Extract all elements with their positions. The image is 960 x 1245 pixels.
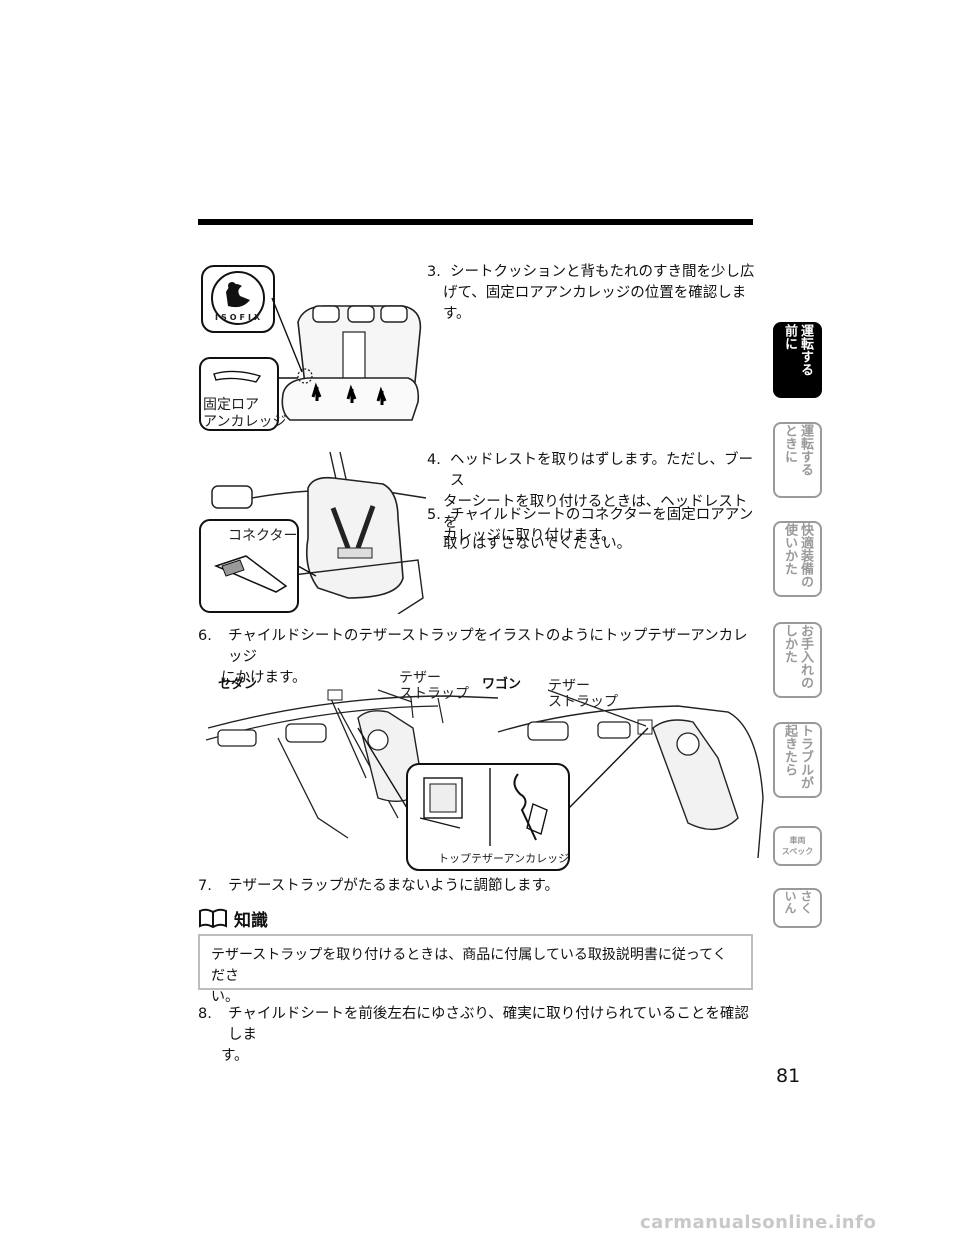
figure-isofix-seat: ISOFIX 固定ロア アンカレッジ: [198, 262, 433, 434]
tab-while-driving-col2: ときに: [782, 424, 797, 463]
footer-watermark: carmanualsonline.info: [640, 1212, 877, 1233]
step-6: 6. チャイルドシートのテザーストラップをイラストのようにトップテザーアンカレッ…: [198, 626, 758, 689]
step-3-number: 3.: [427, 264, 441, 280]
tab-index[interactable]: さく いん: [773, 888, 822, 928]
step-4: 4. ヘッドレストを取りはずします。ただし、ブース ターシートを取り付けるときは…: [427, 450, 757, 555]
step-8-line1: チャイルドシートを前後左右にゆさぶり、確実に取り付けられていることを確認しま: [228, 1006, 749, 1043]
step-4-line2: ターシートを取り付けるときは、ヘッドレストを: [443, 494, 748, 531]
tether-sedan-line2: ストラップ: [399, 686, 469, 702]
step-3: 3. シートクッションと背もたれのすき間を少し広 げて、固定ロアアンカレッジの位…: [427, 262, 757, 325]
tab-vehicle-spec[interactable]: 車両 スペック: [773, 826, 822, 866]
tab-while-driving[interactable]: 運転する ときに: [773, 422, 822, 498]
tab-troubleshooting[interactable]: トラブルが 起きたら: [773, 722, 822, 798]
figure-tether-strap: セダン ワゴン テザー ストラップ テザー ストラップ トップテザーアンカレッジ: [198, 668, 770, 873]
tab-vehicle-spec-line2: スペック: [781, 847, 814, 856]
step-6-number: 6.: [198, 628, 212, 644]
step-8: 8. チャイルドシートを前後左右にゆさぶり、確実に取り付けられていることを確認し…: [198, 1004, 758, 1067]
step-5: 5. チャイルドシートのコネクターを固定ロアアン カレッジに取り付けます。: [427, 505, 757, 547]
tab-maintenance-col2: しかた: [782, 624, 797, 663]
step-6-line2: にかけます。: [221, 670, 307, 686]
step-5-number: 5.: [427, 507, 441, 523]
seat-illustration-2: [199, 451, 427, 614]
step-7: 7. テザーストラップがたるまないように調節します。: [198, 876, 758, 897]
wagon-label: ワゴン: [482, 677, 522, 692]
tab-before-driving-col2: 前に: [782, 324, 797, 350]
connector-label: コネクター: [228, 528, 298, 544]
sedan-label: セダン: [218, 677, 258, 692]
tether-illustration: [205, 689, 764, 871]
step-8-line2: す。: [221, 1048, 249, 1064]
knowledge-note-line1: テザーストラップを取り付けるときは、商品に付属している取扱説明書に従ってくださ: [211, 947, 727, 984]
seat-illustration-1: [199, 265, 422, 431]
tab-maintenance-col1: お手入れの: [798, 624, 813, 689]
tether-wagon-line1: テザー: [548, 678, 590, 694]
tab-troubleshooting-col1: トラブルが: [798, 724, 813, 789]
knowledge-title: 知識: [234, 910, 268, 931]
step-8-number: 8.: [198, 1006, 212, 1022]
tab-before-driving-col1: 運転する: [798, 324, 813, 376]
header-rule: [198, 219, 753, 225]
page-number: 81: [776, 1065, 801, 1087]
step-6-line1: チャイルドシートのテザーストラップをイラストのようにトップテザーアンカレッジ: [228, 628, 748, 665]
tab-vehicle-spec-line1: 車両: [789, 836, 806, 845]
tether-wagon-line2: ストラップ: [548, 694, 618, 710]
tether-sedan-line1: テザー: [399, 670, 441, 686]
anchor-label-line2: アンカレッジ: [203, 414, 287, 430]
step-5-line1: チャイルドシートのコネクターを固定ロアアン: [450, 507, 754, 523]
tab-comfort-features-col1: 快適装備の: [798, 523, 813, 588]
step-4-number: 4.: [427, 452, 441, 468]
tab-while-driving-col1: 運転する: [798, 424, 813, 476]
anchor-label-line1: 固定ロア: [203, 397, 259, 413]
tab-comfort-features[interactable]: 快適装備の 使いかた: [773, 521, 822, 597]
knowledge-note: テザーストラップを取り付けるときは、商品に付属している取扱説明書に従ってくださ …: [198, 934, 753, 1005]
isofix-label: ISOFIX: [215, 313, 264, 322]
tab-maintenance[interactable]: お手入れの しかた: [773, 622, 822, 698]
tab-before-driving[interactable]: 運転する 前に: [773, 322, 822, 398]
step-4-line1: ヘッドレストを取りはずします。ただし、ブース: [450, 452, 754, 489]
figure-child-seat-connector: コネクター: [198, 448, 428, 614]
step-4-line3: 取りはずさないでください。: [443, 536, 632, 552]
step-7-line1: テザーストラップがたるまないように調節します。: [228, 878, 560, 894]
top-tether-label: トップテザーアンカレッジ: [438, 852, 570, 865]
knowledge-heading: 知識: [198, 905, 268, 931]
step-3-line2: げて、固定ロアアンカレッジの位置を確認しま: [443, 285, 747, 301]
tab-comfort-features-col2: 使いかた: [782, 523, 797, 575]
tab-index-col1: さく: [799, 890, 813, 914]
step-7-number: 7.: [198, 878, 212, 894]
step-3-line3: す。: [443, 306, 471, 322]
book-icon: [199, 908, 227, 929]
knowledge-note-line2: い。: [211, 989, 239, 1005]
step-3-line1: シートクッションと背もたれのすき間を少し広: [450, 264, 755, 280]
step-5-line2: カレッジに取り付けます。: [443, 528, 616, 544]
tab-index-col2: いん: [783, 890, 797, 914]
tab-troubleshooting-col2: 起きたら: [782, 724, 797, 776]
